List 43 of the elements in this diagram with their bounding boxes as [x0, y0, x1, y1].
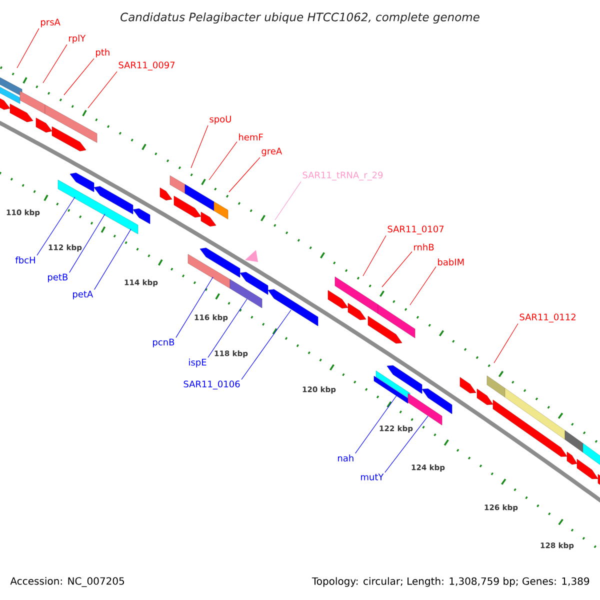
gene-label: nah [338, 454, 354, 462]
gene-label: greA [262, 148, 282, 156]
footer-text: Topology: circular; Length: 1,308,759 bp; Genes: 1,389 [312, 577, 590, 587]
leader-line [228, 157, 260, 192]
gene-label: babIM [438, 258, 464, 266]
leader-line [355, 394, 398, 454]
leader-line [208, 141, 238, 180]
leader-line [42, 44, 68, 84]
leader-line [208, 298, 248, 358]
leader-line [410, 266, 436, 306]
leader-line [69, 214, 106, 273]
gene-label: SAR11_0106 [184, 380, 240, 390]
title: Candidatus Pelagibacter ubique HTCC1062, complete genome [120, 12, 480, 24]
leader-line [382, 251, 412, 288]
leader-line [36, 196, 76, 256]
footer-text: Accession: NC_007205 [10, 577, 124, 587]
leader-line [88, 71, 118, 108]
leader-line [176, 276, 214, 338]
gene-label: pcnB [153, 338, 174, 348]
gene-label: prsA [41, 18, 60, 28]
gene-label: SAR11_0112 [520, 314, 576, 322]
gene-label: hemF [239, 134, 263, 140]
leader-line [241, 310, 292, 380]
leader-line [190, 125, 208, 168]
gene-label: pth [96, 48, 110, 58]
gene-label: SAR11_tRNA_r_29 [302, 172, 383, 180]
leader-line [362, 235, 386, 276]
leader-line [64, 58, 94, 96]
gene-label: petA [73, 290, 94, 300]
gene-label: petB [48, 274, 68, 282]
gene-label: rnhB [414, 244, 434, 250]
gene-label: ispE [189, 358, 206, 368]
gene-label: spoU [210, 116, 231, 124]
gene-label: SAR11_0107 [388, 226, 444, 234]
leader-line [494, 323, 518, 364]
leader-line [94, 228, 132, 290]
leader-line [16, 28, 40, 68]
leader-line [384, 416, 428, 473]
gene-label: mutY [361, 474, 384, 480]
leader-line [274, 181, 302, 220]
gene-label: SAR11_0097 [118, 62, 175, 70]
gene-label: rplY [69, 34, 86, 44]
gene-label: fbcH [15, 256, 35, 264]
